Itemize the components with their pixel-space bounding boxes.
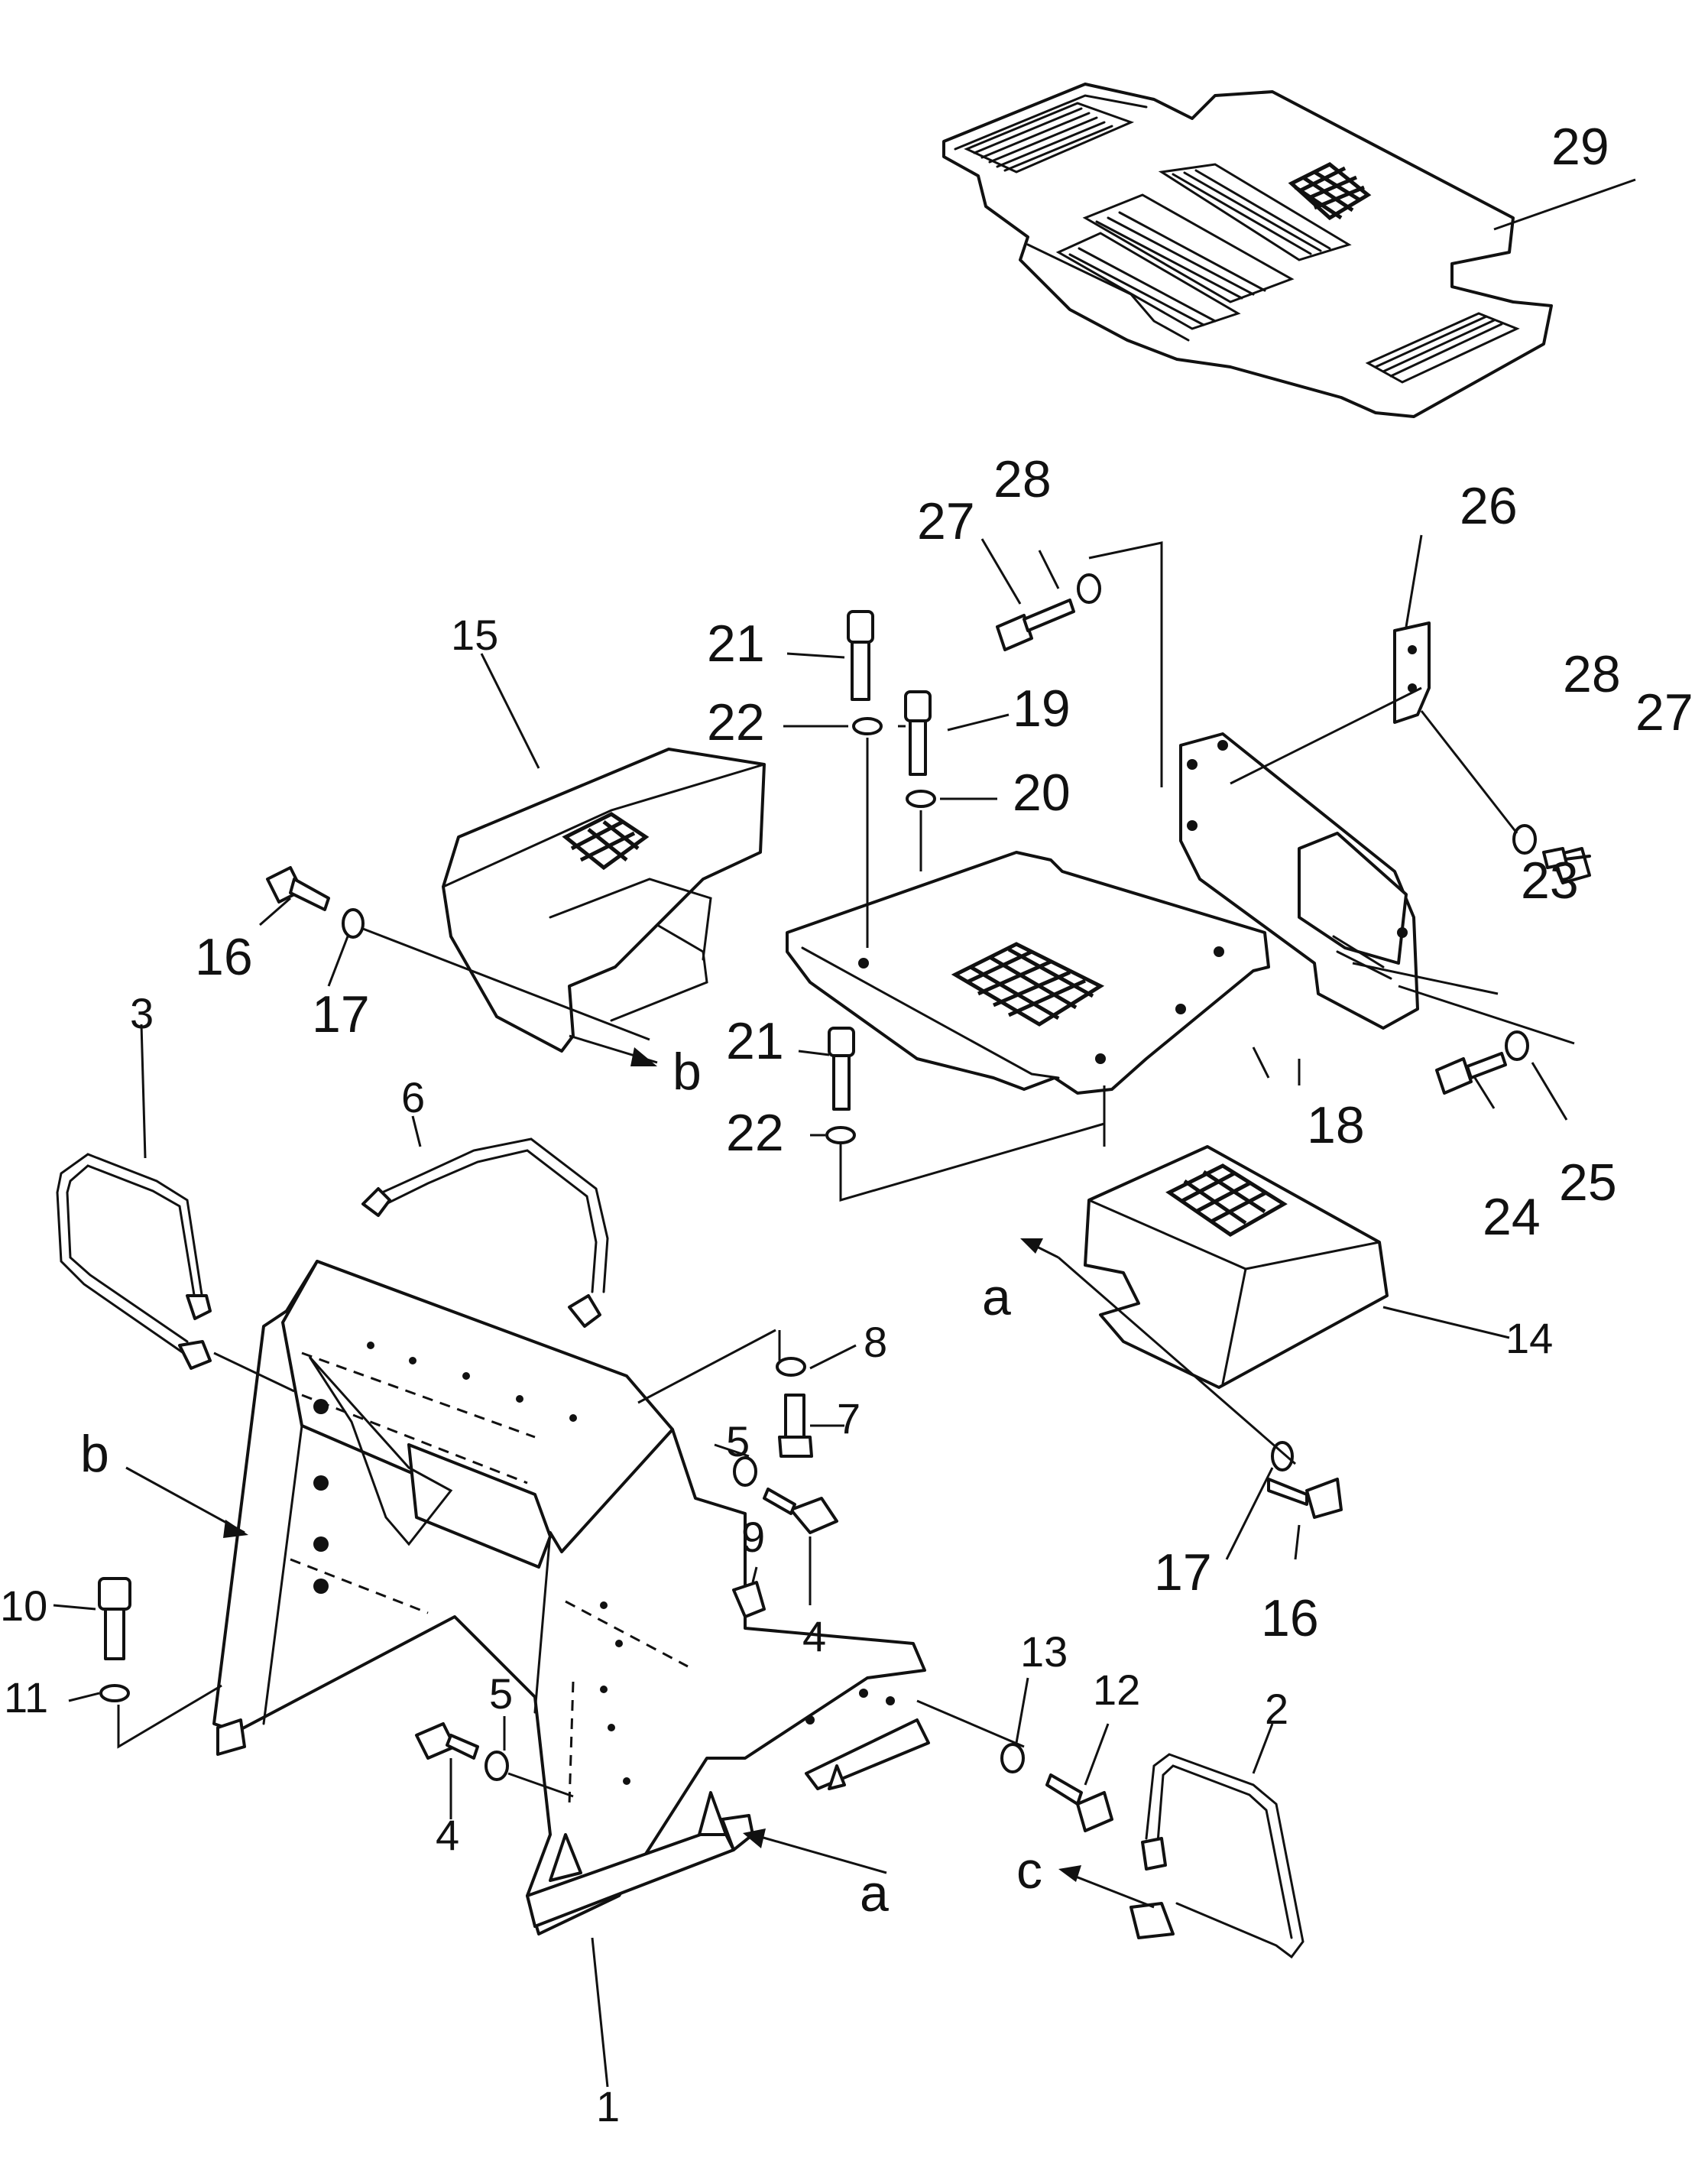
label-17-right: 17 <box>1154 1543 1212 1601</box>
fitting-9 <box>732 1581 766 1618</box>
cover-part-14 <box>1084 1145 1389 1389</box>
bolt-16-left <box>266 866 330 911</box>
label-1: 1 <box>596 2082 620 2130</box>
label-11: 11 <box>4 1673 48 1721</box>
label-26: 26 <box>1460 477 1518 535</box>
label-29: 29 <box>1551 118 1609 176</box>
label-2: 2 <box>1265 1685 1288 1733</box>
floor-mat-part-29 <box>942 83 1553 418</box>
arrowheads <box>223 1047 1081 1882</box>
handrail-part-2 <box>1129 1753 1304 1959</box>
ref-c: c <box>1016 1841 1042 1900</box>
bolt-10 <box>98 1577 131 1660</box>
bolt-19 <box>904 690 932 776</box>
label-7: 7 <box>837 1394 860 1442</box>
washer-25 <box>1505 1030 1529 1061</box>
bolt-27-top <box>996 599 1075 651</box>
label-22-top: 22 <box>707 693 765 751</box>
bolt-27-right <box>1542 847 1591 884</box>
bolt-21-top <box>847 610 874 701</box>
label-23: 23 <box>1521 852 1579 910</box>
plate-part-18 <box>786 851 1270 1095</box>
label-21-lower: 21 <box>726 1012 784 1070</box>
leader-lines <box>53 178 1636 2088</box>
label-16-left: 16 <box>195 928 253 986</box>
washer-11 <box>99 1684 130 1702</box>
bracket-part-23 <box>1179 732 1419 1030</box>
washer-5-upper <box>733 1456 757 1487</box>
bracket-part-26 <box>1393 621 1431 724</box>
bolt-12 <box>1045 1773 1113 1832</box>
cover-part-15 <box>442 748 766 1053</box>
label-5-upper: 5 <box>726 1417 750 1465</box>
bolt-4-upper <box>763 1488 838 1534</box>
label-8: 8 <box>864 1318 887 1366</box>
label-9: 9 <box>741 1513 765 1561</box>
label-21-top: 21 <box>707 615 765 673</box>
ref-b-left: b <box>80 1425 109 1483</box>
ref-a-bottom: a <box>860 1864 889 1923</box>
label-27-right: 27 <box>1635 683 1693 741</box>
bolt-4-lower <box>415 1722 479 1760</box>
label-4-lower: 4 <box>436 1811 459 1859</box>
label-27-top: 27 <box>917 492 975 550</box>
washer-22-top <box>852 717 883 735</box>
bolt-21-lower <box>828 1027 855 1111</box>
callout-labels: 29 28 27 26 21 22 19 20 28 27 23 15 16 1… <box>0 118 1693 2130</box>
handrail-part-3 <box>56 1153 212 1370</box>
bolt-7 <box>778 1394 813 1458</box>
fasteners <box>98 573 1591 1832</box>
label-4-upper: 4 <box>802 1612 826 1660</box>
label-17-left: 17 <box>312 985 370 1043</box>
label-10: 10 <box>0 1582 47 1630</box>
washer-28-right <box>1512 824 1537 855</box>
washer-5-lower <box>485 1751 509 1781</box>
label-13: 13 <box>1020 1627 1068 1676</box>
washer-17-left <box>342 908 365 939</box>
ref-b-mid: b <box>673 1043 702 1101</box>
washer-28-top <box>1077 573 1101 604</box>
ref-a-top: a <box>982 1268 1011 1326</box>
bolt-16-right <box>1267 1478 1343 1519</box>
washer-20 <box>906 790 936 808</box>
washer-8 <box>776 1357 806 1377</box>
label-3: 3 <box>130 989 154 1037</box>
label-18: 18 <box>1307 1096 1365 1154</box>
label-15: 15 <box>451 611 498 659</box>
washer-13 <box>1000 1743 1025 1773</box>
label-25: 25 <box>1559 1154 1617 1212</box>
label-12: 12 <box>1093 1666 1140 1714</box>
label-22-lower: 22 <box>726 1104 784 1162</box>
label-28-right: 28 <box>1563 645 1621 703</box>
label-5-lower: 5 <box>489 1669 513 1718</box>
label-19: 19 <box>1013 680 1071 738</box>
washer-22-lower <box>825 1126 856 1144</box>
label-14: 14 <box>1505 1314 1553 1362</box>
label-28-top: 28 <box>993 450 1052 508</box>
label-24: 24 <box>1483 1188 1541 1246</box>
handrail-part-6 <box>361 1137 609 1328</box>
label-20: 20 <box>1013 764 1071 822</box>
frame-part-1 <box>212 1260 930 1936</box>
bolt-24 <box>1435 1052 1507 1095</box>
label-6: 6 <box>401 1073 425 1121</box>
label-16-right: 16 <box>1261 1589 1319 1647</box>
